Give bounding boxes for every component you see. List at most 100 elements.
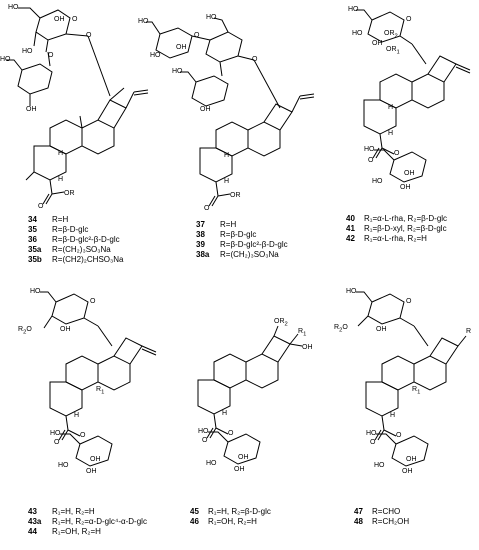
- atom-label: HO: [346, 288, 357, 295]
- compound-number: 47: [354, 507, 363, 516]
- atom-label: O: [406, 298, 412, 305]
- structure-1-bonds: [6, 7, 149, 205]
- atom-label: OH: [238, 454, 249, 461]
- compound-number: 39: [196, 240, 205, 249]
- atom-label: OR1: [386, 46, 400, 56]
- atom-label: O: [48, 52, 54, 59]
- compound-number: 34: [28, 215, 37, 224]
- compound-number: 46: [190, 517, 199, 526]
- atom-label: R1: [412, 386, 420, 396]
- compound-number: 44: [28, 527, 37, 536]
- atom-label: OH: [402, 468, 413, 475]
- atom-label: R1: [298, 328, 306, 338]
- atom-label: HO: [206, 460, 217, 467]
- atom-label: H: [58, 176, 64, 183]
- atom-label: OH: [234, 466, 245, 473]
- atom-label: OH: [406, 456, 417, 463]
- atom-label: OH: [90, 456, 101, 463]
- atom-label: HO: [364, 146, 375, 153]
- atom-label: HO: [58, 462, 69, 469]
- subscript: 2: [339, 327, 343, 334]
- atom-label: OH: [372, 40, 383, 47]
- atom-label: O: [72, 16, 78, 23]
- atom-label: R: [96, 386, 102, 393]
- atom-label: R1: [96, 386, 104, 396]
- atom-label: OH: [200, 106, 211, 113]
- compound-number: 35b: [28, 255, 42, 264]
- legend-row: 37 R=H: [196, 220, 288, 230]
- atom-label: OR: [230, 192, 241, 199]
- structure-5-bonds: [197, 325, 303, 465]
- atom-label: HO: [348, 6, 359, 13]
- compound-number: 41: [346, 224, 355, 233]
- compound-substituent: R=H: [220, 220, 237, 229]
- compound-substituent: R₁=α-L-rha, R₂=H: [364, 234, 427, 243]
- atom-label: O: [396, 432, 402, 439]
- atom-label: OH: [26, 106, 37, 113]
- compound-number: 43: [28, 507, 37, 516]
- atom-label: R2O: [18, 326, 32, 336]
- compound-number: 40: [346, 214, 355, 223]
- atom-label: OH: [400, 184, 411, 191]
- atom-label: R: [334, 324, 340, 331]
- atom-label: OH: [54, 16, 65, 23]
- atom-label: HO: [22, 48, 33, 55]
- atom-label: R: [18, 326, 24, 333]
- legend-row: 40 R₁=α-L-rha, R₂=β-D-glc: [346, 214, 447, 224]
- atom-label: HO: [206, 14, 217, 21]
- compound-substituent: R₁=α-L-rha, R₂=β-D-glc: [364, 214, 448, 223]
- atom-label: OH: [302, 344, 313, 351]
- atom-label: HO: [172, 68, 183, 75]
- atom-label: H: [390, 412, 396, 419]
- compound-number: 43a: [28, 517, 42, 526]
- compound-substituent: R=H: [52, 215, 69, 224]
- atom-label: HO: [50, 430, 61, 437]
- structure-3-bonds: [356, 9, 471, 183]
- legend-row: 34 R=H: [28, 215, 123, 225]
- atom-label: H: [222, 410, 228, 417]
- atom-label: H: [74, 412, 80, 419]
- compound-number: 36: [28, 235, 37, 244]
- atom-label: O: [202, 437, 208, 444]
- atom-label: R: [298, 328, 304, 335]
- atom-label: R2O: [334, 324, 348, 334]
- atom-label: HO: [138, 18, 149, 25]
- atom-label: HO: [0, 56, 11, 63]
- atom-label: OR: [384, 30, 395, 37]
- atom-label: O: [38, 203, 44, 210]
- atom-label: OH: [60, 326, 71, 333]
- compound-number: 38a: [196, 250, 210, 259]
- subscript: 1: [303, 331, 307, 338]
- subscript: 1: [417, 389, 421, 396]
- compound-substituent: R=(CH₂)₃SO₃Na: [52, 245, 111, 254]
- atom-label: O: [194, 32, 200, 39]
- atom-label: O: [394, 150, 400, 157]
- atom-label: HO: [8, 4, 19, 11]
- compound-substituent: R₁=H, R₂=H: [52, 507, 95, 516]
- compound-substituent: R=β-D-glc: [52, 225, 89, 234]
- atom-label: O: [406, 16, 412, 23]
- compound-number: 37: [196, 220, 205, 229]
- atom-label: O: [204, 205, 210, 212]
- compound-substituent: R=β-D-glc: [220, 230, 257, 239]
- compound-number: 38: [196, 230, 205, 239]
- atom-label: HO: [198, 428, 209, 435]
- compound-substituent: R=β-D-glc²-β-D-glc: [52, 235, 120, 244]
- compound-number: 42: [346, 234, 355, 243]
- atom-label: R: [412, 386, 418, 393]
- atom-label: OH: [376, 326, 387, 333]
